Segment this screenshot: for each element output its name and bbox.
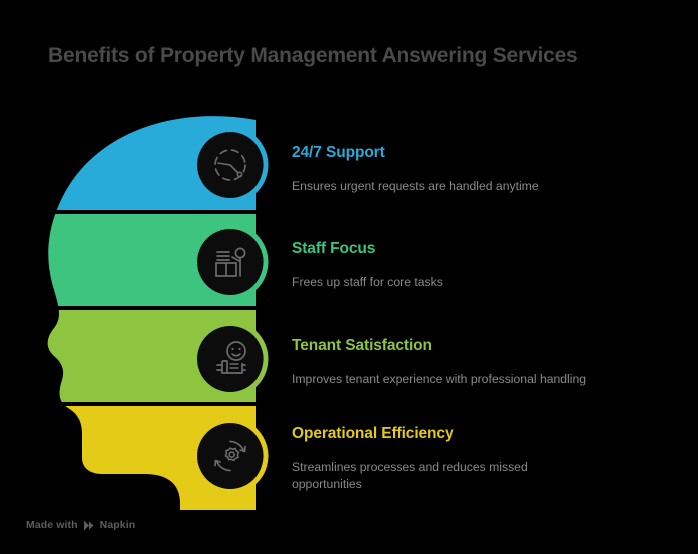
- item-description-24-7-support: Ensures urgent requests are handled anyt…: [292, 179, 539, 193]
- badge-ring-yellow: [191, 417, 269, 495]
- napkin-watermark[interactable]: Made with Napkin: [26, 519, 135, 531]
- badge-ring-blue: [191, 126, 269, 204]
- person-at-desk-icon: [215, 247, 246, 277]
- watermark-brand: Napkin: [99, 519, 136, 531]
- icon-badge-tenant-satisfaction[interactable]: [191, 320, 269, 398]
- badge-ring-green: [191, 223, 269, 301]
- item-heading-operational-efficiency: Operational Efficiency: [292, 425, 454, 442]
- badge-ring-olive: [191, 320, 269, 398]
- icon-badge-staff-focus[interactable]: [191, 223, 269, 301]
- clock-icon: [214, 149, 246, 181]
- item-description-tenant-satisfaction: Improves tenant experience with professi…: [292, 372, 587, 386]
- watermark-prefix: Made with: [26, 519, 78, 531]
- napkin-logo-icon: [83, 520, 94, 530]
- gear-cycle-icon: [214, 440, 246, 472]
- item-description-operational-efficiency: Streamlines processes and reduces missed…: [292, 460, 528, 491]
- page-title: Benefits of Property Management Answerin…: [48, 44, 578, 67]
- item-heading-24-7-support: 24/7 Support: [292, 144, 385, 161]
- icon-badge-operational-efficiency[interactable]: [191, 417, 269, 495]
- item-heading-tenant-satisfaction: Tenant Satisfaction: [292, 337, 432, 354]
- item-description-staff-focus: Frees up staff for core tasks: [292, 275, 443, 289]
- smiley-building-icon: [216, 341, 246, 374]
- icon-badge-24-7-support[interactable]: [191, 126, 269, 204]
- item-heading-staff-focus: Staff Focus: [292, 240, 376, 257]
